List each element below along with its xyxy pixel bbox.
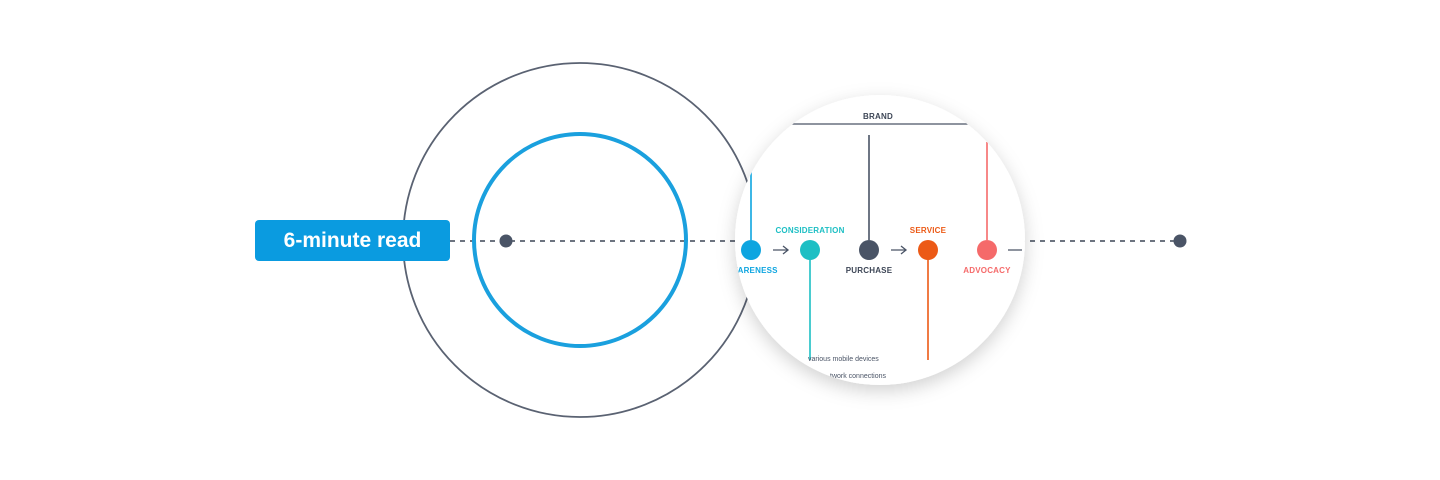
read-time-label: 6-minute read	[283, 228, 422, 252]
arrow-1	[773, 245, 790, 255]
consideration-label: CONSIDERATION	[775, 226, 844, 235]
outer-ring	[402, 62, 758, 418]
inner-ring	[472, 132, 688, 348]
awareness-label: WARENESS	[730, 266, 778, 275]
advocacy-label: ADVOCACY	[963, 266, 1011, 275]
timeline-start-dot	[499, 234, 513, 248]
brand-label: BRAND	[863, 112, 893, 121]
awareness-node	[741, 240, 761, 260]
magnifier-lens: BRAND WARENESS	[730, 95, 1025, 385]
consideration-node	[800, 240, 820, 260]
read-time-badge: 6-minute read	[255, 220, 450, 261]
arrow-2	[891, 245, 908, 255]
purchase-node	[859, 240, 879, 260]
service-label: SERVICE	[910, 226, 947, 235]
note-1: various mobile devices	[808, 356, 879, 363]
service-node	[918, 240, 938, 260]
advocacy-node	[977, 240, 997, 260]
note-2: twork connections	[830, 373, 887, 380]
purchase-label: PURCHASE	[846, 266, 893, 275]
timeline-end-dot	[1173, 234, 1187, 248]
